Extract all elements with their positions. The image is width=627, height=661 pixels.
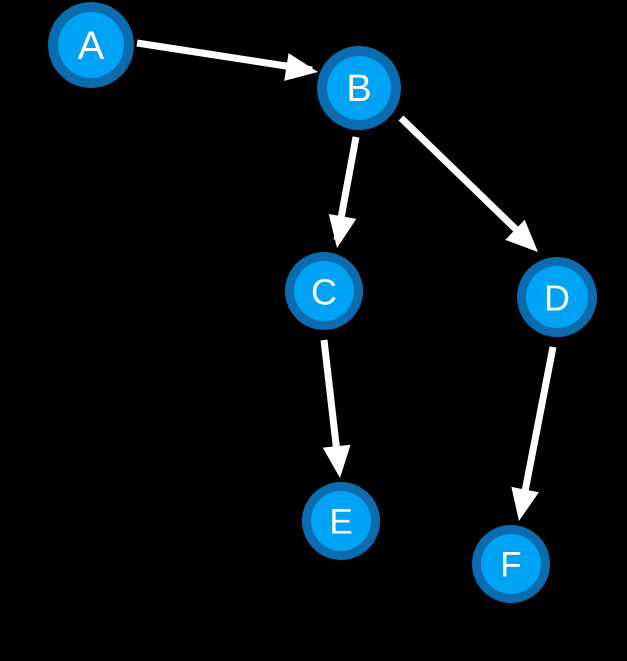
arrowhead-b-c xyxy=(328,214,357,248)
node-c-label: C xyxy=(311,272,337,313)
node-e[interactable]: E xyxy=(302,482,380,560)
node-e-core xyxy=(311,491,371,551)
edge-a-to-b xyxy=(136,39,313,74)
node-d-core xyxy=(526,266,588,328)
node-f[interactable]: F xyxy=(472,525,550,603)
node-f-label: F xyxy=(500,546,521,585)
node-a-core xyxy=(58,12,124,78)
edge-d-to-f xyxy=(517,346,557,513)
arrowhead-a-b xyxy=(284,53,318,81)
node-b-core xyxy=(327,56,391,120)
node-d[interactable]: D xyxy=(517,257,597,337)
node-b-label: B xyxy=(346,68,371,110)
node-d-label: D xyxy=(544,278,570,319)
node-b[interactable]: B xyxy=(317,46,401,130)
node-e-label: E xyxy=(329,503,352,542)
edge-b-to-d xyxy=(398,115,533,246)
nodes-layer: A B C D E F xyxy=(48,2,597,603)
node-a[interactable]: A xyxy=(48,2,134,88)
node-c-core xyxy=(294,261,354,321)
arrowhead-b-d xyxy=(505,219,538,252)
node-a-label: A xyxy=(78,24,105,68)
node-f-core xyxy=(481,534,541,594)
node-c[interactable]: C xyxy=(285,252,363,330)
arrowheads-layer xyxy=(284,53,539,521)
arrowhead-d-f xyxy=(511,486,539,521)
arrowhead-c-e xyxy=(322,444,351,478)
